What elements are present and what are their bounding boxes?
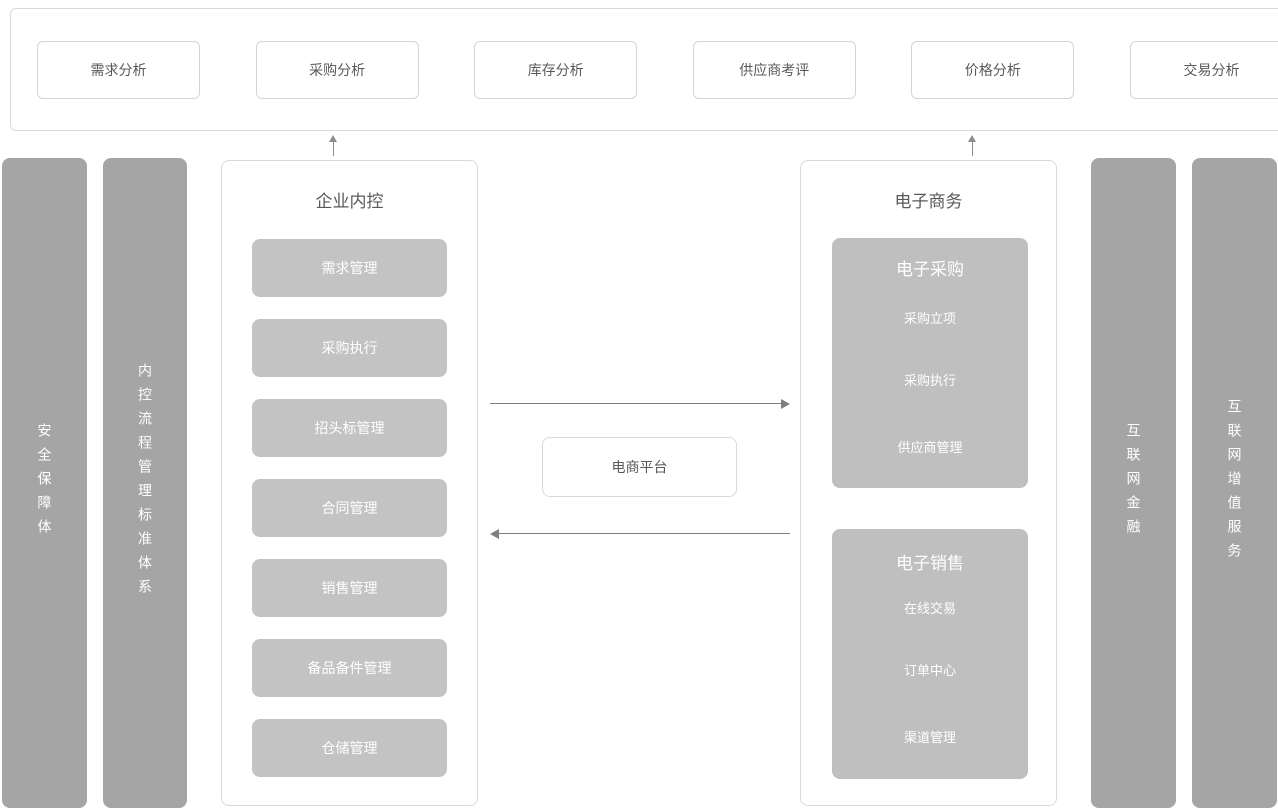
analysis-box-price: 价格分析 <box>911 40 1075 99</box>
ic-item-bidding-management: 招头标管理 <box>252 399 447 457</box>
arrow-left-icon <box>490 529 790 539</box>
arrow-head <box>329 135 337 142</box>
ic-item-warehouse-management: 仓储管理 <box>252 719 447 777</box>
analysis-box-demand: 需求分析 <box>37 40 200 99</box>
bar-security-system: 安全保障体 <box>2 158 87 808</box>
arrow-up-left-icon <box>328 135 338 156</box>
ec-item-online-trading: 在线交易 <box>903 601 956 616</box>
analysis-panel: 需求分析 采购分析 库存分析 供应商考评 价格分析 交易分析 <box>10 8 1278 131</box>
ec-item-order-center: 订单中心 <box>903 663 956 678</box>
ec-item-procurement-execution: 采购执行 <box>903 373 956 388</box>
arrow-head <box>781 399 790 409</box>
arrow-head <box>968 135 976 142</box>
ic-item-contract-management: 合同管理 <box>252 479 447 537</box>
group-title: 电子采购 <box>896 260 964 279</box>
internal-control-panel: 企业内控 需求管理 采购执行 招头标管理 合同管理 销售管理 备品备件管理 仓储… <box>221 160 478 806</box>
analysis-box-procurement: 采购分析 <box>255 40 419 99</box>
bar-label: 互联网增值服务 <box>1226 399 1243 567</box>
analysis-box-transaction: 交易分析 <box>1129 40 1278 99</box>
analysis-box-supplier-review: 供应商考评 <box>692 40 856 99</box>
bar-label: 内控流程管理标准体系 <box>137 363 153 603</box>
arrow-right-icon <box>490 399 790 409</box>
arrow-shaft <box>971 142 973 156</box>
ecommerce-panel: 电子商务 电子采购 采购立项 采购执行 供应商管理 电子销售 在线交易 订单中心… <box>800 160 1057 806</box>
arrow-up-right-icon <box>967 135 977 156</box>
ec-item-procurement-initiation: 采购立项 <box>903 311 956 326</box>
group-e-sales: 电子销售 在线交易 订单中心 渠道管理 <box>832 529 1028 779</box>
group-title: 电子销售 <box>896 554 964 573</box>
internal-control-title: 企业内控 <box>315 192 384 211</box>
arrow-shaft <box>490 403 782 404</box>
ecommerce-title: 电子商务 <box>894 192 963 211</box>
arrow-head <box>490 529 499 539</box>
ic-item-sales-management: 销售管理 <box>252 559 447 617</box>
bar-internal-control-standards: 内控流程管理标准体系 <box>103 158 187 808</box>
bar-label: 安全保障体 <box>36 423 53 543</box>
ic-item-demand-management: 需求管理 <box>252 239 447 297</box>
ic-item-spare-parts-management: 备品备件管理 <box>252 639 447 697</box>
ecommerce-platform-box: 电商平台 <box>542 437 737 497</box>
arrow-shaft <box>332 142 334 156</box>
ic-item-procurement-execution: 采购执行 <box>252 319 447 377</box>
analysis-box-inventory: 库存分析 <box>474 40 638 99</box>
bar-internet-finance: 互联网金融 <box>1091 158 1176 808</box>
bar-label: 互联网金融 <box>1125 423 1142 543</box>
group-e-procurement: 电子采购 采购立项 采购执行 供应商管理 <box>832 238 1028 488</box>
ec-item-channel-management: 渠道管理 <box>903 730 956 745</box>
bar-internet-value-added-services: 互联网增值服务 <box>1192 158 1277 808</box>
ec-item-supplier-management: 供应商管理 <box>897 440 963 455</box>
arrow-shaft <box>498 533 790 534</box>
